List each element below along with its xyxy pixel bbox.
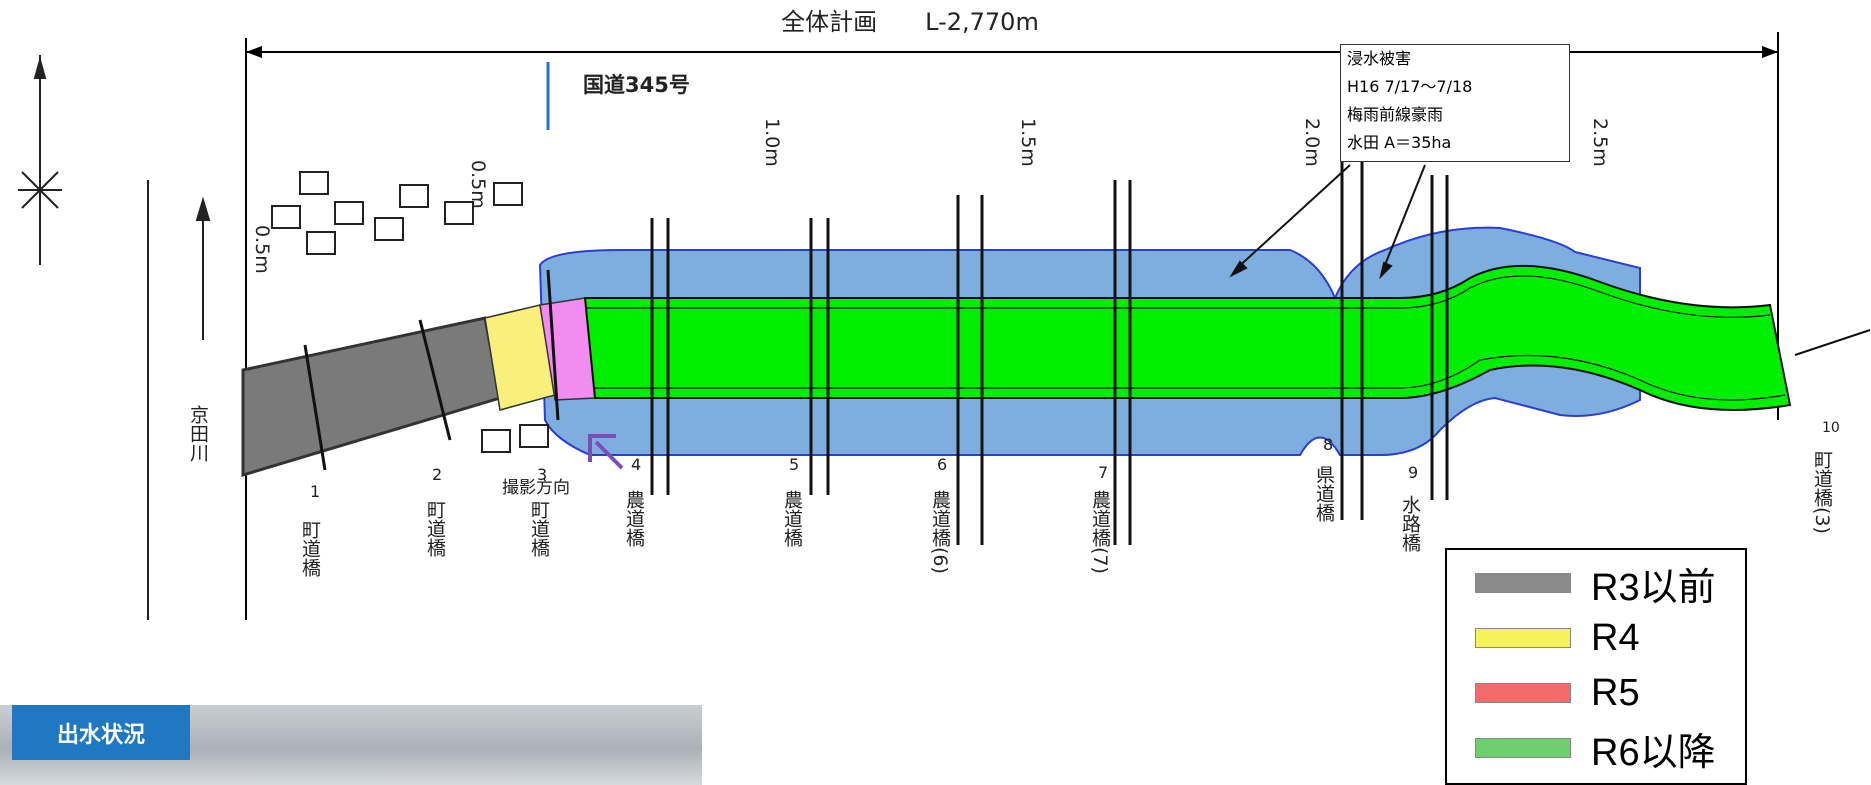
overall-title: 全体計画 L-2,770m	[781, 8, 1039, 36]
bridge-num-9: 9	[1408, 463, 1418, 482]
bridge-name-6: 農道橋(6)	[929, 490, 951, 574]
bridge-num-4: 4	[631, 455, 641, 474]
width-label-3: 1.0m	[761, 118, 783, 167]
flood-note-line-1: 浸水被害	[1347, 49, 1412, 68]
photo-direction-label: 撮影方向	[502, 478, 570, 498]
bridge-name-1: 町道橋	[299, 520, 321, 578]
bridge-num-7: 7	[1098, 463, 1108, 482]
bridge-name-8: 県道橋	[1313, 465, 1335, 523]
width-label-4: 1.5m	[1017, 118, 1039, 167]
bridge-crossings	[303, 160, 1449, 545]
legend-swatch	[1475, 573, 1571, 593]
bridge-name-10: 町道橋(3)	[1811, 450, 1833, 534]
bridge-name-5: 農道橋	[781, 490, 803, 548]
legend: R3以前 R4 R5 R6以降	[1445, 548, 1747, 785]
width-label-6: 2.5m	[1589, 118, 1611, 167]
bridge-num-1: 1	[310, 482, 320, 501]
legend-swatch	[1475, 628, 1571, 648]
bridge-name-3: 町道橋	[528, 500, 550, 558]
legend-label: R6以降	[1591, 731, 1716, 774]
flood-note-line-2: H16 7/17～7/18	[1347, 77, 1473, 96]
canal-plan-diagram: 全体計画 L-2,770m 京田川 国道345号	[18, 8, 1871, 620]
legend-item-r3: R3以前	[1475, 558, 1716, 609]
width-label-2: 0.5m	[467, 160, 489, 209]
bridge-num-8: 8	[1323, 435, 1333, 454]
legend-item-r4: R4	[1475, 613, 1640, 663]
flood-damage-note: 浸水被害 H16 7/17～7/18 梅雨前線豪雨 水田 A＝35ha	[1340, 44, 1570, 162]
bridge-num-10: 10	[1822, 420, 1840, 436]
photo-tab-label: 出水状況	[12, 705, 190, 760]
bridge-name-2: 町道橋	[424, 500, 446, 558]
section-r6-after	[583, 265, 1792, 411]
flood-photo: 出水状況	[0, 705, 702, 785]
width-label-1: 0.5m	[251, 225, 273, 274]
bridge-name-7: 農道橋(7)	[1089, 490, 1111, 574]
legend-label: R4	[1591, 616, 1640, 659]
kyoda-river	[147, 180, 211, 620]
bridge-name-4: 農道橋	[623, 490, 645, 548]
flood-note-line-4: 水田 A＝35ha	[1347, 133, 1452, 152]
north-arrow-icon	[18, 55, 62, 265]
bridge-num-3: 3	[537, 465, 547, 484]
legend-item-r6: R6以降	[1475, 723, 1716, 774]
legend-label: R5	[1591, 671, 1640, 714]
river-name-label: 京田川	[187, 405, 209, 462]
house-symbols	[271, 171, 549, 453]
bridge-num-6: 6	[937, 455, 947, 474]
road-label: 国道345号	[583, 73, 690, 97]
width-label-5: 2.0m	[1301, 118, 1323, 167]
channel-centerline	[585, 275, 1786, 401]
section-r3-before	[241, 316, 502, 478]
legend-item-r5: R5	[1475, 668, 1640, 718]
bridge-num-2: 2	[432, 465, 442, 484]
legend-swatch	[1475, 683, 1571, 703]
legend-swatch	[1475, 738, 1571, 758]
flood-note-line-3: 梅雨前線豪雨	[1347, 105, 1444, 124]
bridge-name-9: 水路橋	[1399, 495, 1421, 553]
legend-label: R3以前	[1591, 566, 1716, 609]
photo-direction-arrow-icon	[588, 434, 624, 470]
bridge-num-5: 5	[789, 455, 799, 474]
flood-pointer-arrows	[1229, 164, 1871, 356]
